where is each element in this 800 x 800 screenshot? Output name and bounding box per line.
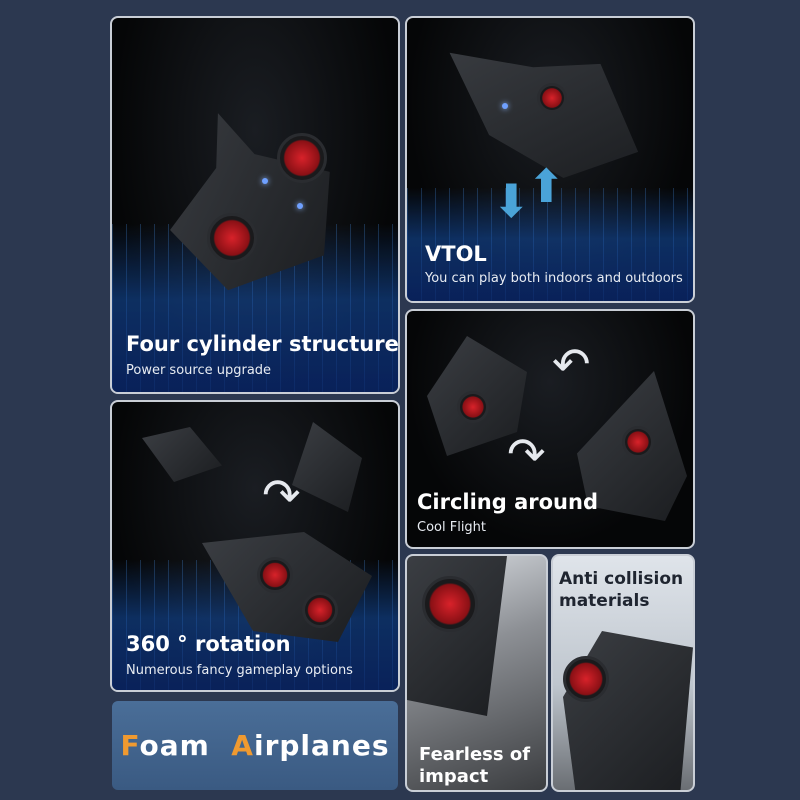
led-light [262,178,268,184]
banner-title: Foam Airplanes [112,729,398,762]
led-light [502,103,508,109]
rotor [257,557,293,593]
title-line: Fearless of [419,744,531,765]
panel-title: Four cylinder structure [126,332,399,356]
panel-four-cylinder: Four cylinder structure Power source upg… [110,16,400,394]
panel-subtitle: Cool Flight [417,520,487,535]
rotor [622,426,654,458]
rotor [537,83,567,113]
rotor [457,391,489,423]
title-line: Anti collision [559,569,684,589]
panel-title: 360 ° rotation [126,632,291,656]
panel-subtitle: Numerous fancy gameplay options [126,663,353,678]
led-light [297,203,303,209]
panel-title: VTOL [425,242,487,266]
banner-word: oam [139,729,210,762]
title-line: impact [419,766,489,787]
banner-letter: A [231,729,254,762]
panel-rotation: ↷ 360 ° rotation Numerous fancy gameplay… [110,400,400,692]
curved-arrow-icon: ↷ [262,468,301,522]
banner-word: irplanes [253,729,390,762]
rotor [422,576,478,632]
rotor [207,213,257,263]
rotor [563,656,609,702]
rotor [302,592,338,628]
banner-letter: F [120,729,140,762]
rotor [277,133,327,183]
grid-floor [407,187,693,301]
panel-subtitle: Power source upgrade [126,363,272,378]
panel-vtol: ⬇ ⬆ VTOL You can play both indoors and o… [405,16,695,303]
panel-circling: ↶ ↷ Circling around Cool Flight [405,309,695,549]
title-line: materials [559,591,650,611]
panel-subtitle: You can play both indoors and outdoors [425,271,683,286]
curved-arrow-icon: ↶ [552,337,591,391]
arrow-up-icon: ⬆ [527,159,566,213]
drone-plane-image [142,427,222,482]
foam-airplanes-banner: Foam Airplanes [110,699,400,792]
curved-arrow-icon: ↷ [507,427,546,481]
arrow-down-icon: ⬇ [492,174,531,228]
panel-title: Circling around [417,490,598,514]
drone-plane-image [292,422,362,512]
